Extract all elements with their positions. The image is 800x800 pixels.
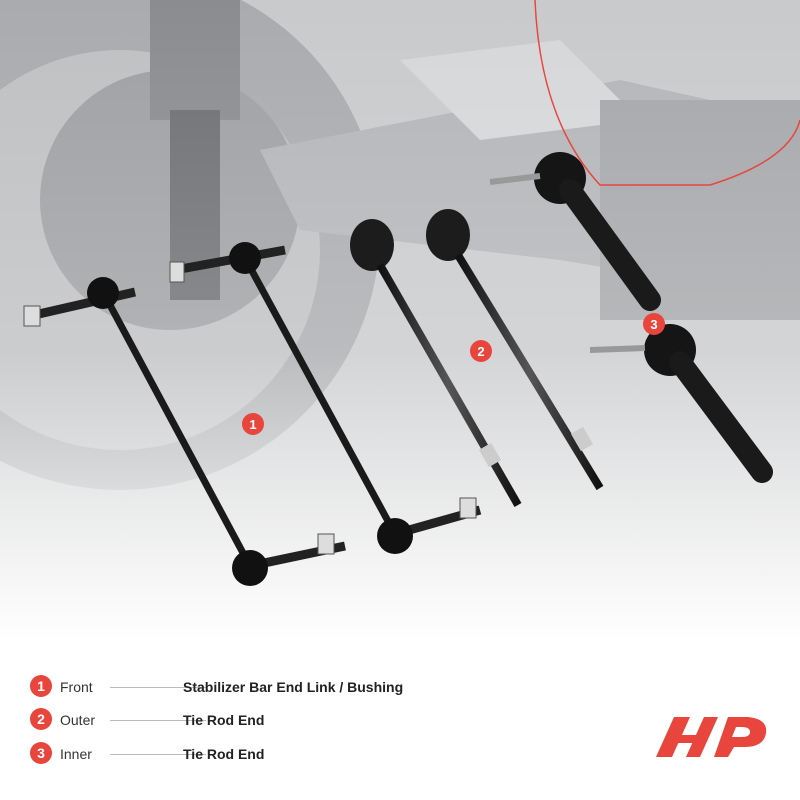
callout-badge-1: 1 (242, 413, 264, 435)
legend-number-badge: 2 (30, 708, 52, 730)
legend-left-label: Front (60, 679, 93, 695)
legend-divider (110, 720, 206, 721)
legend-divider (110, 754, 206, 755)
legend-row-inner: 3 Inner Tie Rod End (30, 742, 730, 766)
legend-number-badge: 1 (30, 675, 52, 697)
legend-right-label: Tie Rod End (183, 712, 265, 728)
product-photo (0, 0, 800, 640)
legend-left-label: Inner (60, 746, 92, 762)
inner-tie-rod-a (350, 219, 522, 507)
callout-badge-2: 2 (470, 340, 492, 362)
outer-tie-rod-end-a (489, 152, 661, 311)
stabilizer-link-a (23, 277, 346, 586)
legend-divider (110, 687, 206, 688)
stabilizer-link-b (169, 242, 482, 554)
inner-tie-rod-b (426, 209, 604, 491)
brand-logo-icon (656, 717, 767, 757)
outer-tie-rod-end-b (589, 324, 773, 483)
legend-row-front: 1 Front Stabilizer Bar End Link / Bushin… (30, 675, 730, 699)
legend-left-label: Outer (60, 712, 96, 728)
legend-row-outer: 2 Outer Tie Rod End (30, 708, 730, 732)
legend-right-label: Tie Rod End (183, 746, 265, 762)
callout-badge-3: 3 (643, 313, 665, 335)
legend-number-badge: 3 (30, 742, 52, 764)
legend-right-label: Stabilizer Bar End Link / Bushing (183, 679, 404, 695)
